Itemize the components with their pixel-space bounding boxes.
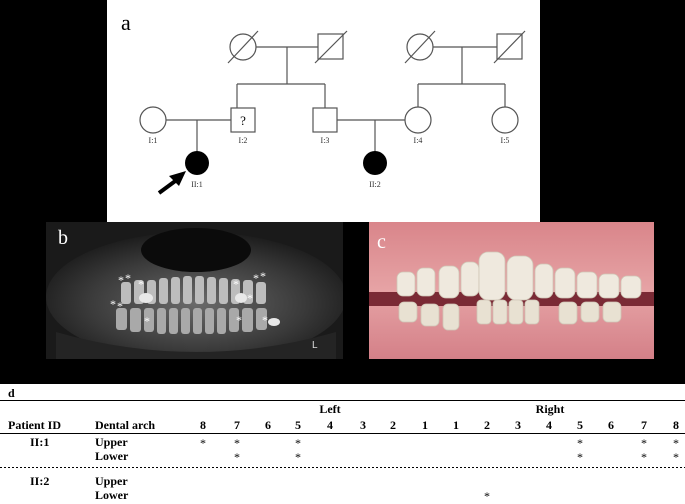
affected-tooth-marker: *	[295, 450, 301, 464]
lower-teeth	[398, 299, 622, 331]
svg-text:*: *	[247, 291, 253, 305]
panel-label-c: c	[377, 231, 386, 253]
deceased-slash	[227, 30, 259, 64]
affected-tooth-marker: *	[484, 489, 490, 503]
tooth-header-left-7: 7	[234, 418, 240, 432]
female-symbol	[491, 106, 519, 134]
svg-text:*: *	[118, 273, 124, 287]
affected-tooth-marker: *	[641, 436, 647, 450]
tooth-header-right-8: 8	[673, 418, 679, 432]
male-symbol	[312, 107, 338, 133]
unknown-status-mark: ?	[240, 113, 246, 128]
affected-female-symbol	[185, 151, 209, 175]
tooth-header-left-8: 8	[200, 418, 206, 432]
panel-label-b: b	[58, 227, 68, 249]
lower-teeth-row	[116, 308, 267, 334]
label-I1: I:1	[149, 136, 158, 145]
male-symbol	[230, 107, 256, 133]
header-dental-arch: Dental arch	[95, 418, 155, 432]
female-symbol	[404, 106, 432, 134]
svg-text:*: *	[125, 271, 131, 285]
female-symbol	[139, 106, 167, 134]
side-marker-L: L	[312, 340, 318, 351]
tooth-header-right-7: 7	[641, 418, 647, 432]
intraoral-photograph: c	[369, 222, 654, 359]
affected-tooth-marker: *	[200, 436, 206, 450]
deceased-slash	[493, 30, 526, 64]
svg-text:*: *	[233, 277, 239, 291]
label-II1: II:1	[191, 180, 203, 189]
affected-tooth-marker: *	[577, 450, 583, 464]
header-right: Right	[536, 402, 565, 416]
nasal-cavity	[141, 228, 251, 272]
svg-text:*: *	[138, 277, 144, 291]
label-I4: I:4	[414, 136, 423, 145]
svg-text:*: *	[260, 269, 266, 283]
svg-text:*: *	[117, 299, 123, 313]
deceased-slash	[404, 30, 436, 64]
label-I5: I:5	[501, 136, 510, 145]
tooth-header-left-1: 1	[422, 418, 428, 432]
deceased-slash	[314, 30, 348, 64]
panoramic-radiograph: b L ** * ** * * ** * * *	[46, 222, 343, 359]
affected-tooth-marker: *	[295, 436, 301, 450]
dental-arch-cell: Lower	[95, 488, 129, 502]
affected-tooth-marker: *	[673, 450, 679, 464]
affected-tooth-marker: *	[577, 436, 583, 450]
tooth-header-left-4: 4	[327, 418, 333, 432]
tooth-header-right-2: 2	[484, 418, 490, 432]
mandible-lower	[56, 332, 336, 359]
tooth-header-left-3: 3	[360, 418, 366, 432]
deceased-male-symbol	[317, 33, 344, 60]
label-I2: I:2	[239, 136, 248, 145]
restoration-highlight	[235, 293, 247, 303]
tooth-header-right-6: 6	[608, 418, 614, 432]
tooth-header-left-6: 6	[265, 418, 271, 432]
svg-text:*: *	[236, 313, 242, 327]
pedigree-panel: a	[107, 0, 540, 222]
dental-table-panel: d Left Right Patient ID Dental arch 8 7 6 5…	[0, 384, 685, 504]
affected-tooth-marker: *	[673, 436, 679, 450]
tooth-status-table: d Left Right Patient ID Dental arch 8 7 6 5…	[0, 386, 685, 503]
patient-id-cell: II:2	[30, 474, 49, 488]
pedigree-chart: a	[121, 10, 526, 195]
proband-arrow	[157, 171, 186, 195]
tooth-header-right-3: 3	[515, 418, 521, 432]
tooth-header-left-2: 2	[390, 418, 396, 432]
affected-tooth-marker: *	[234, 450, 240, 464]
restoration-highlight	[268, 318, 280, 326]
tooth-header-right-4: 4	[546, 418, 552, 432]
svg-text:*: *	[253, 271, 259, 285]
dental-arch-cell: Upper	[95, 474, 128, 488]
header-patient-id: Patient ID	[8, 418, 61, 432]
panel-label-d: d	[8, 386, 15, 400]
tooth-header-left-5: 5	[295, 418, 301, 432]
upper-teeth-row	[121, 276, 266, 304]
affected-tooth-marker: *	[234, 436, 240, 450]
restoration-highlight	[139, 293, 153, 303]
tooth-header-right-1: 1	[453, 418, 459, 432]
header-left: Left	[319, 402, 340, 416]
affected-tooth-marker: *	[641, 450, 647, 464]
svg-text:*: *	[144, 314, 150, 328]
tooth-header-right-5: 5	[577, 418, 583, 432]
label-II2: II:2	[369, 180, 381, 189]
dental-arch-cell: Lower	[95, 449, 129, 463]
dental-arch-cell: Upper	[95, 435, 128, 449]
svg-text:*: *	[110, 297, 116, 311]
upper-teeth	[396, 251, 642, 301]
svg-text:*: *	[262, 313, 268, 327]
unerupted-tooth-markers: ** * ** * * ** * * *	[110, 269, 268, 328]
label-I3: I:3	[321, 136, 330, 145]
patient-id-cell: II:1	[30, 435, 49, 449]
affected-female-symbol	[363, 151, 387, 175]
panel-label-a: a	[121, 10, 131, 35]
